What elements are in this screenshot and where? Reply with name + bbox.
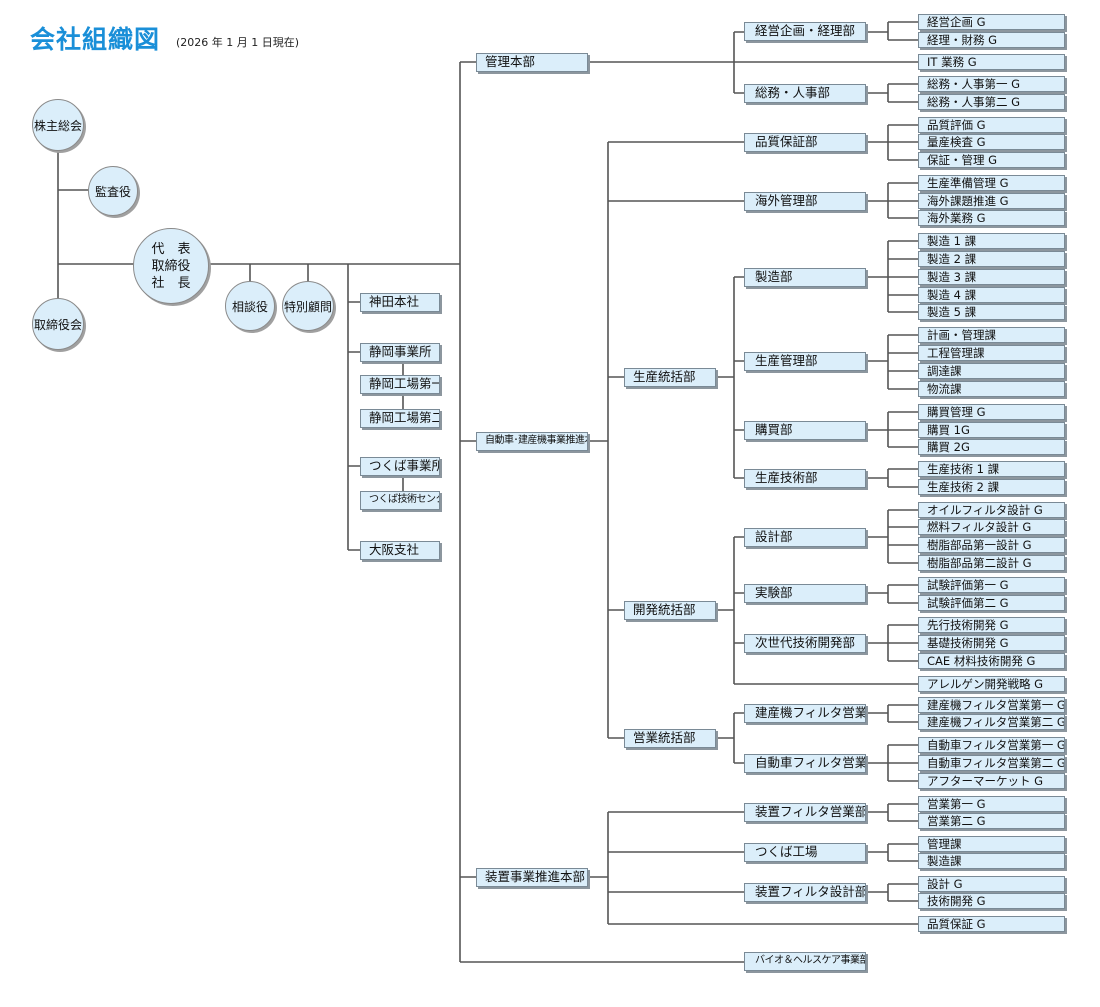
- section-management: 管理課: [918, 836, 1065, 852]
- group-sales-2: 営業第二 G: [918, 813, 1065, 829]
- division-auto-construction: 自動車･建産機事業推進本部: [476, 432, 588, 451]
- group-finance: 経理・財務 G: [918, 32, 1065, 48]
- dept-manufacturing: 製造部: [744, 268, 866, 287]
- group-fuel-filter-design: 燃料フィルタ設計 G: [918, 519, 1065, 535]
- group-assurance-management: 保証・管理 G: [918, 152, 1065, 168]
- group-advanced-tech: 先行技術開発 G: [918, 617, 1065, 633]
- group-tech-development: 技術開発 G: [918, 893, 1065, 909]
- group-test-evaluation-1: 試験評価第一 G: [918, 577, 1065, 593]
- special-advisor-node: 特別顧問: [282, 281, 334, 331]
- office-tsukuba-tech-center: つくば技術センター: [360, 491, 440, 510]
- president-node: 代 表 取締役 社 長: [133, 228, 209, 304]
- group-mass-inspection: 量産検査 G: [918, 134, 1065, 150]
- section-process-control: 工程管理課: [918, 345, 1065, 361]
- group-auto-sales-1: 自動車フィルタ営業第一 G: [918, 737, 1065, 753]
- office-shizuoka-plant-1: 静岡工場第一: [360, 375, 440, 394]
- office-kanda: 神田本社: [360, 293, 440, 312]
- dept-quality-assurance: 品質保証部: [744, 133, 866, 152]
- auditor-node: 監査役: [88, 166, 138, 216]
- dept-construction-filter-sales: 建産機フィルタ営業部: [744, 704, 866, 723]
- section-manufacturing-5: 製造 5 課: [918, 304, 1065, 320]
- page-title: 会社組織図: [30, 25, 161, 54]
- dept-device-filter-sales: 装置フィルタ営業部: [744, 803, 866, 822]
- dept-next-gen-tech: 次世代技術開発部: [744, 634, 866, 653]
- shareholders-meeting-node: 株主総会: [32, 99, 84, 151]
- group-resin-design-2: 樹脂部品第二設計 G: [918, 555, 1065, 571]
- dept-general-affairs-hr: 総務・人事部: [744, 84, 866, 103]
- group-purchasing-1: 購買 1G: [918, 422, 1065, 438]
- group-purchasing-management: 購買管理 G: [918, 404, 1065, 420]
- group-overseas-issues: 海外課題推進 G: [918, 193, 1065, 209]
- section-production-engineering-1: 生産技術 1 課: [918, 461, 1065, 477]
- section-planning-management: 計画・管理課: [918, 327, 1065, 343]
- group-sales-1: 営業第一 G: [918, 796, 1065, 812]
- group-auto-sales-2: 自動車フィルタ営業第二 G: [918, 755, 1065, 771]
- group-quality-evaluation: 品質評価 G: [918, 117, 1065, 133]
- group-planning: 経営企画 G: [918, 14, 1065, 30]
- group-quality-assurance: 品質保証 G: [918, 916, 1065, 932]
- division-management: 管理本部: [476, 53, 588, 72]
- dept-production-control: 生産管理部: [744, 352, 866, 371]
- hq-production: 生産統括部: [624, 368, 716, 387]
- group-ga-hr-2: 総務・人事第二 G: [918, 94, 1065, 110]
- advisor-node: 相談役: [225, 281, 275, 331]
- dept-purchasing: 購買部: [744, 421, 866, 440]
- group-cae-materials: CAE 材料技術開発 G: [918, 653, 1065, 669]
- dept-design: 設計部: [744, 528, 866, 547]
- section-manufacturing-2: 製造 2 課: [918, 251, 1065, 267]
- group-construction-sales-1: 建産機フィルタ営業第一 G: [918, 697, 1065, 713]
- dept-testing: 実験部: [744, 584, 866, 603]
- group-test-evaluation-2: 試験評価第二 G: [918, 595, 1065, 611]
- section-production-engineering-2: 生産技術 2 課: [918, 479, 1065, 495]
- office-shizuoka-plant-2: 静岡工場第二: [360, 409, 440, 428]
- division-device: 装置事業推進本部: [476, 868, 588, 887]
- group-it: IT 業務 G: [918, 54, 1065, 70]
- group-design: 設計 G: [918, 876, 1065, 892]
- section-logistics: 物流課: [918, 381, 1065, 397]
- dept-tsukuba-plant: つくば工場: [744, 843, 866, 862]
- group-purchasing-2: 購買 2G: [918, 439, 1065, 455]
- group-ga-hr-1: 総務・人事第一 G: [918, 76, 1065, 92]
- group-construction-sales-2: 建産機フィルタ営業第二 G: [918, 714, 1065, 730]
- group-basic-tech: 基礎技術開発 G: [918, 635, 1065, 651]
- hq-development: 開発統括部: [624, 601, 716, 620]
- office-tsukuba: つくば事業所: [360, 457, 440, 476]
- section-manufacturing-1: 製造 1 課: [918, 233, 1065, 249]
- section-manufacturing-3: 製造 3 課: [918, 269, 1065, 285]
- dept-planning-accounting: 経営企画・経理部: [744, 22, 866, 41]
- dept-overseas-management: 海外管理部: [744, 192, 866, 211]
- group-overseas-operations: 海外業務 G: [918, 210, 1065, 226]
- section-manufacturing-4: 製造 4 課: [918, 287, 1065, 303]
- group-aftermarket: アフターマーケット G: [918, 773, 1065, 789]
- section-manufacturing: 製造課: [918, 853, 1065, 869]
- board-of-directors-node: 取締役会: [32, 298, 84, 350]
- group-production-prep: 生産準備管理 G: [918, 175, 1065, 191]
- dept-auto-filter-sales: 自動車フィルタ営業部: [744, 754, 866, 773]
- group-resin-design-1: 樹脂部品第一設計 G: [918, 537, 1065, 553]
- office-shizuoka: 静岡事業所: [360, 343, 440, 362]
- dept-production-engineering: 生産技術部: [744, 469, 866, 488]
- dept-device-filter-design: 装置フィルタ設計部: [744, 883, 866, 902]
- group-oil-filter-design: オイルフィルタ設計 G: [918, 502, 1065, 518]
- group-allergen-strategy: アレルゲン開発戦略 G: [918, 676, 1065, 692]
- office-osaka: 大阪支社: [360, 541, 440, 560]
- hq-sales: 営業統括部: [624, 729, 716, 748]
- division-bio-healthcare: バイオ＆ヘルスケア事業部: [744, 952, 866, 971]
- as-of-date: (2026 年 1 月 1 日現在): [176, 36, 300, 49]
- section-procurement: 調達課: [918, 363, 1065, 379]
